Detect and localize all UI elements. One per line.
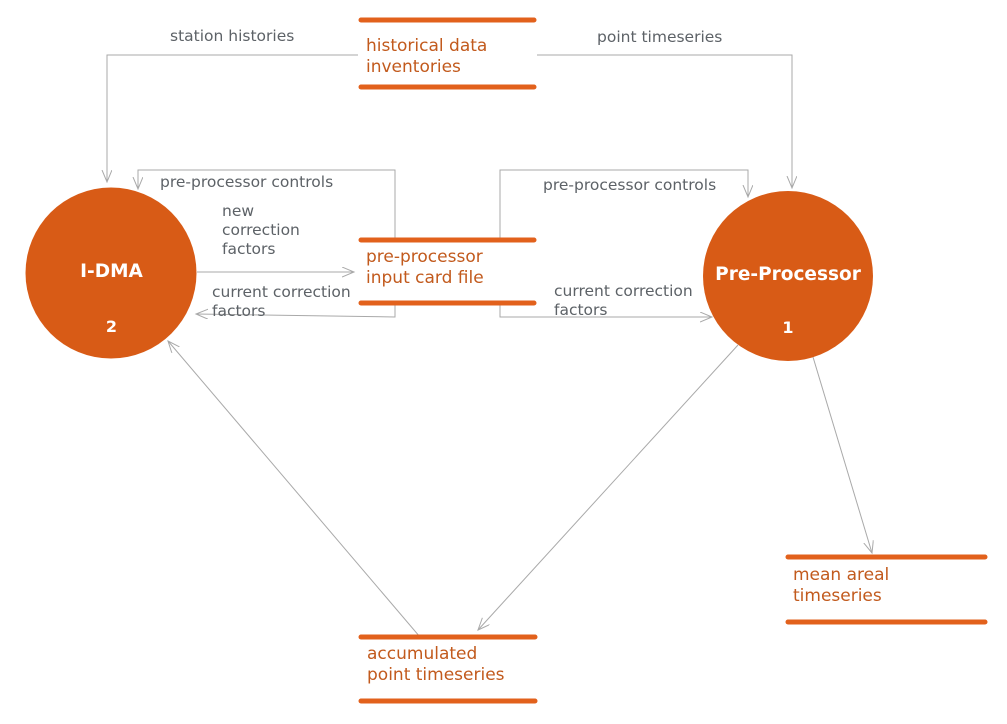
- flow-line-preprocessor-to-mean-areal: [812, 356, 872, 553]
- process-circle-i-dma: [25, 187, 197, 359]
- data-store-preprocessor-input-card-file: pre-processor input card file: [366, 247, 484, 288]
- flow-label-current-correction-factors-right: current correction factors: [554, 282, 693, 319]
- process-circle-pre-processor: [703, 191, 873, 361]
- flow-label-new-correction-factors: new correction factors: [222, 202, 300, 258]
- flow-line-preprocessor-controls-left: [138, 169, 396, 240]
- flow-line-current-correction-factors-left: [196, 303, 396, 317]
- data-store-mean-areal-timeseries: mean areal timeseries: [793, 565, 890, 606]
- flow-label-preprocessor-controls-right: pre-processor controls: [543, 176, 717, 194]
- process-label-pre-processor: Pre-Processor: [715, 264, 861, 285]
- flow-label-point-timeseries: point timeseries: [597, 28, 723, 46]
- flow-label-preprocessor-controls-left: pre-processor controls: [160, 173, 334, 191]
- data-store-historical-data-inventories: historical data inventories: [366, 36, 488, 77]
- process-label-i-dma: I-DMA: [80, 261, 143, 282]
- process-number-i-dma: 2: [105, 317, 118, 336]
- flow-line-preprocessor-controls-right: [499, 169, 748, 240]
- flow-line-current-correction-factors-right: [499, 303, 712, 317]
- flow-line-point-timeseries: [537, 54, 792, 188]
- flow-label-current-correction-factors-left: current correction factors: [212, 283, 351, 320]
- flow-line-station-histories: [107, 54, 358, 182]
- flow-label-station-histories: station histories: [170, 27, 295, 45]
- flow-line-preprocessor-to-accumulated: [478, 344, 739, 630]
- data-store-accumulated-point-timeseries: accumulated point timeseries: [367, 644, 505, 685]
- process-number-pre-processor: 1: [782, 318, 794, 337]
- flow-line-accumulated-to-idma: [168, 341, 421, 638]
